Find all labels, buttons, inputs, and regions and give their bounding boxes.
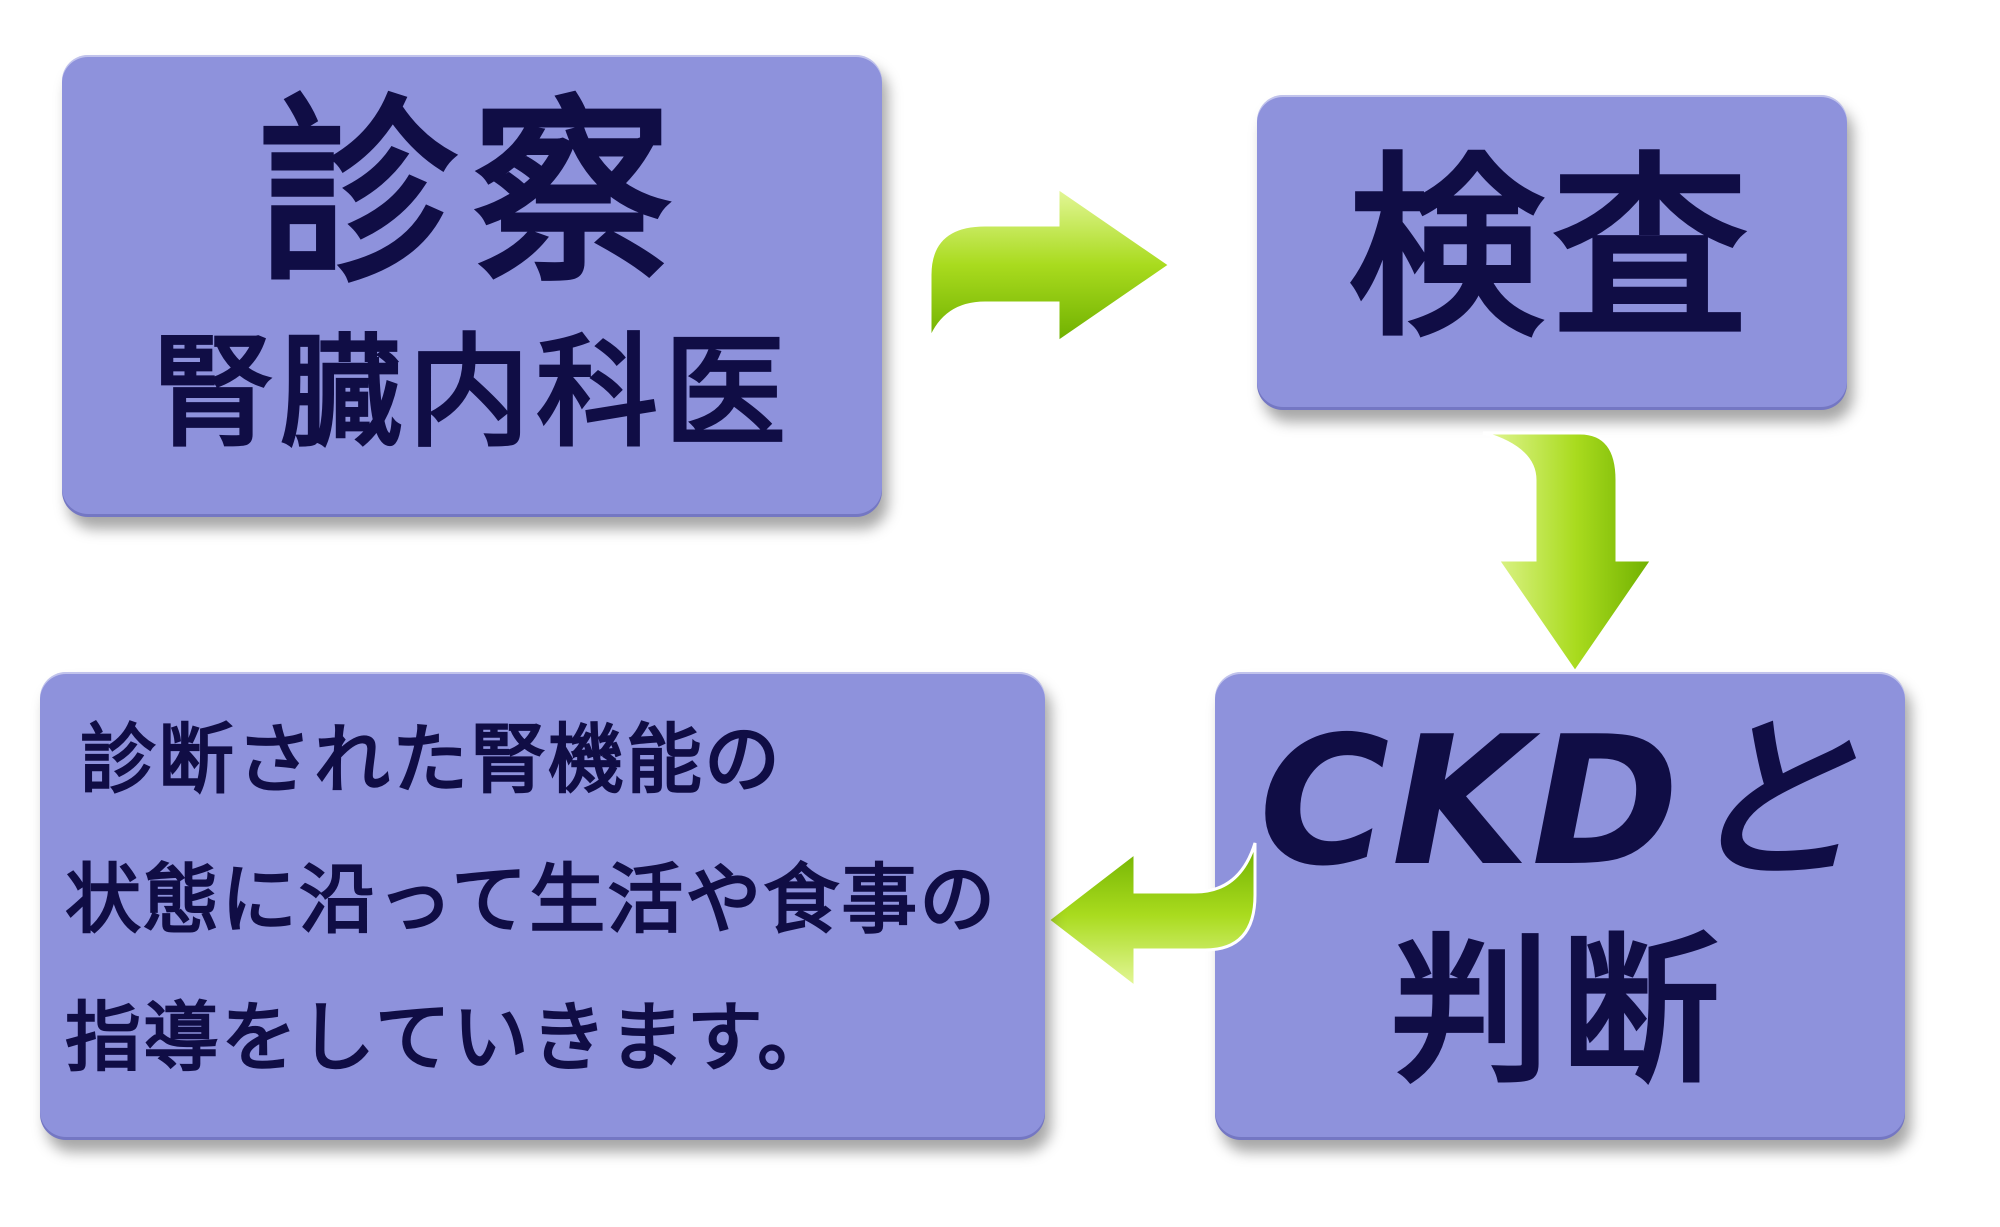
arrow-right-icon [928,185,1173,345]
guide-text-line-3: 指導をしていきます。 [65,993,836,1082]
exam-box: 診察 腎臓内科医 [62,55,882,517]
judge-line-1: CKDと [1258,698,1862,905]
guide-box: 診断された腎機能の 状態に沿って生活や食事の 指導をしていきます。 [40,672,1045,1140]
guide-text-line-1: 診断された腎機能の [80,715,782,804]
exam-title: 診察 [257,78,686,311]
test-box: 検査 [1257,95,1847,410]
guide-text-line-2: 状態に沿って生活や食事の [65,855,998,944]
arrow-left-icon [1045,842,1257,991]
arrow-down-icon [1482,431,1655,675]
judge-line-2: 判断 [1389,918,1730,1105]
judge-box: CKDと 判断 [1215,672,1905,1140]
test-title: 検査 [1347,136,1756,364]
exam-subtitle: 腎臓内科医 [152,322,792,464]
